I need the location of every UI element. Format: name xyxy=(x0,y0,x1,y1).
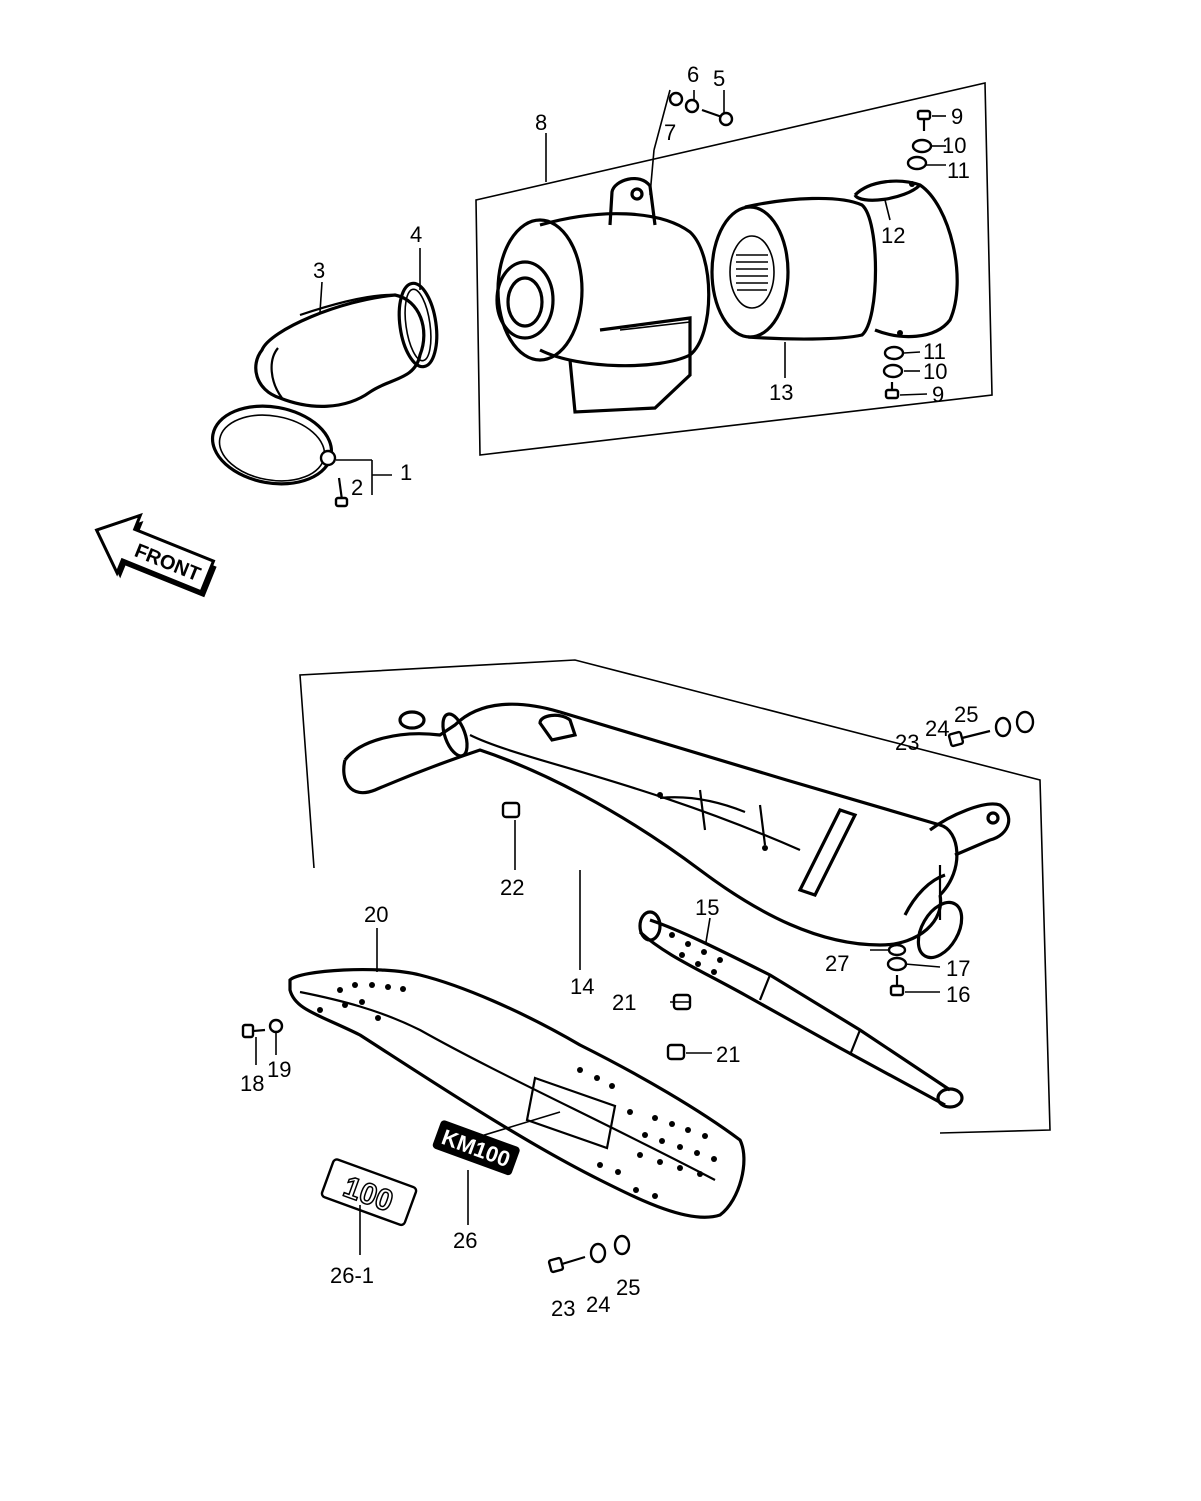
number-100-badge: 100 xyxy=(320,1158,418,1227)
label-16: 16 xyxy=(946,982,970,1007)
label-17: 17 xyxy=(946,956,970,981)
label-3: 3 xyxy=(313,258,325,283)
label-2: 2 xyxy=(351,475,363,500)
label-21-lower: 21 xyxy=(716,1042,740,1067)
label-9-top: 9 xyxy=(951,104,963,129)
label-24-bottom: 24 xyxy=(586,1292,610,1317)
label-8: 8 xyxy=(535,110,547,135)
label-5: 5 xyxy=(713,66,725,91)
washer-17 xyxy=(886,956,908,972)
label-23-top: 23 xyxy=(895,730,919,755)
clip-21-lower xyxy=(666,1043,686,1061)
label-21-upper: 21 xyxy=(612,990,636,1015)
air-filter-element xyxy=(710,196,878,341)
air-cleaner-cap xyxy=(853,179,959,339)
label-23-bottom: 23 xyxy=(551,1296,575,1321)
label-18: 18 xyxy=(240,1071,264,1096)
muffler-boundary xyxy=(299,659,1051,1134)
label-10-bottom: 10 xyxy=(923,359,947,384)
label-4: 4 xyxy=(410,222,422,247)
label-14: 14 xyxy=(570,974,594,999)
air-cleaner-boundary xyxy=(475,82,993,456)
muffler-body xyxy=(342,702,1011,960)
label-15: 15 xyxy=(695,895,719,920)
label-25-bottom: 25 xyxy=(616,1275,640,1300)
air-cleaner-leader-lines xyxy=(319,89,946,495)
cap-screw-top xyxy=(906,109,933,171)
front-arrow-emblem: FRONT xyxy=(94,512,217,598)
label-6: 6 xyxy=(687,62,699,87)
hose-clamp xyxy=(210,404,349,508)
label-26-1: 26-1 xyxy=(330,1263,374,1288)
label-7: 7 xyxy=(664,120,676,145)
label-26: 26 xyxy=(453,1228,477,1253)
lock-washer-19 xyxy=(268,1018,284,1034)
screw-18 xyxy=(241,1023,255,1039)
label-24-top: 24 xyxy=(925,716,949,741)
muffler-leader-lines xyxy=(255,820,941,1255)
inlet-duct xyxy=(254,281,439,408)
label-9-bottom: 9 xyxy=(932,382,944,407)
label-20: 20 xyxy=(364,902,388,927)
screw-16 xyxy=(889,984,905,997)
label-10-top: 10 xyxy=(942,133,966,158)
label-1: 1 xyxy=(400,460,412,485)
air-cleaner-housing xyxy=(495,176,711,414)
label-11-top: 11 xyxy=(947,158,970,183)
upper-bolt-set xyxy=(947,710,1035,748)
lower-bolt-set xyxy=(547,1234,631,1274)
km100-badge-text: KM100 xyxy=(438,1124,513,1172)
label-13: 13 xyxy=(769,380,793,405)
clip-22 xyxy=(501,801,521,819)
part-labels: 1 2 3 4 5 6 7 8 9 10 11 12 11 10 9 13 25… xyxy=(240,62,978,1321)
label-22: 22 xyxy=(500,875,524,900)
label-11-bottom: 11 xyxy=(923,339,946,364)
housing-bolt-set xyxy=(668,91,734,127)
spacer-27 xyxy=(887,943,907,957)
label-12: 12 xyxy=(881,223,905,248)
heat-shield xyxy=(288,967,746,1219)
label-25-top: 25 xyxy=(954,702,978,727)
muffler-group: KM100 100 xyxy=(241,659,1051,1274)
cap-screw-bottom xyxy=(882,345,905,400)
label-27: 27 xyxy=(825,951,849,976)
spark-arrester-pipe xyxy=(638,910,964,1109)
air-cleaner-group xyxy=(210,82,993,508)
label-19: 19 xyxy=(267,1057,291,1082)
